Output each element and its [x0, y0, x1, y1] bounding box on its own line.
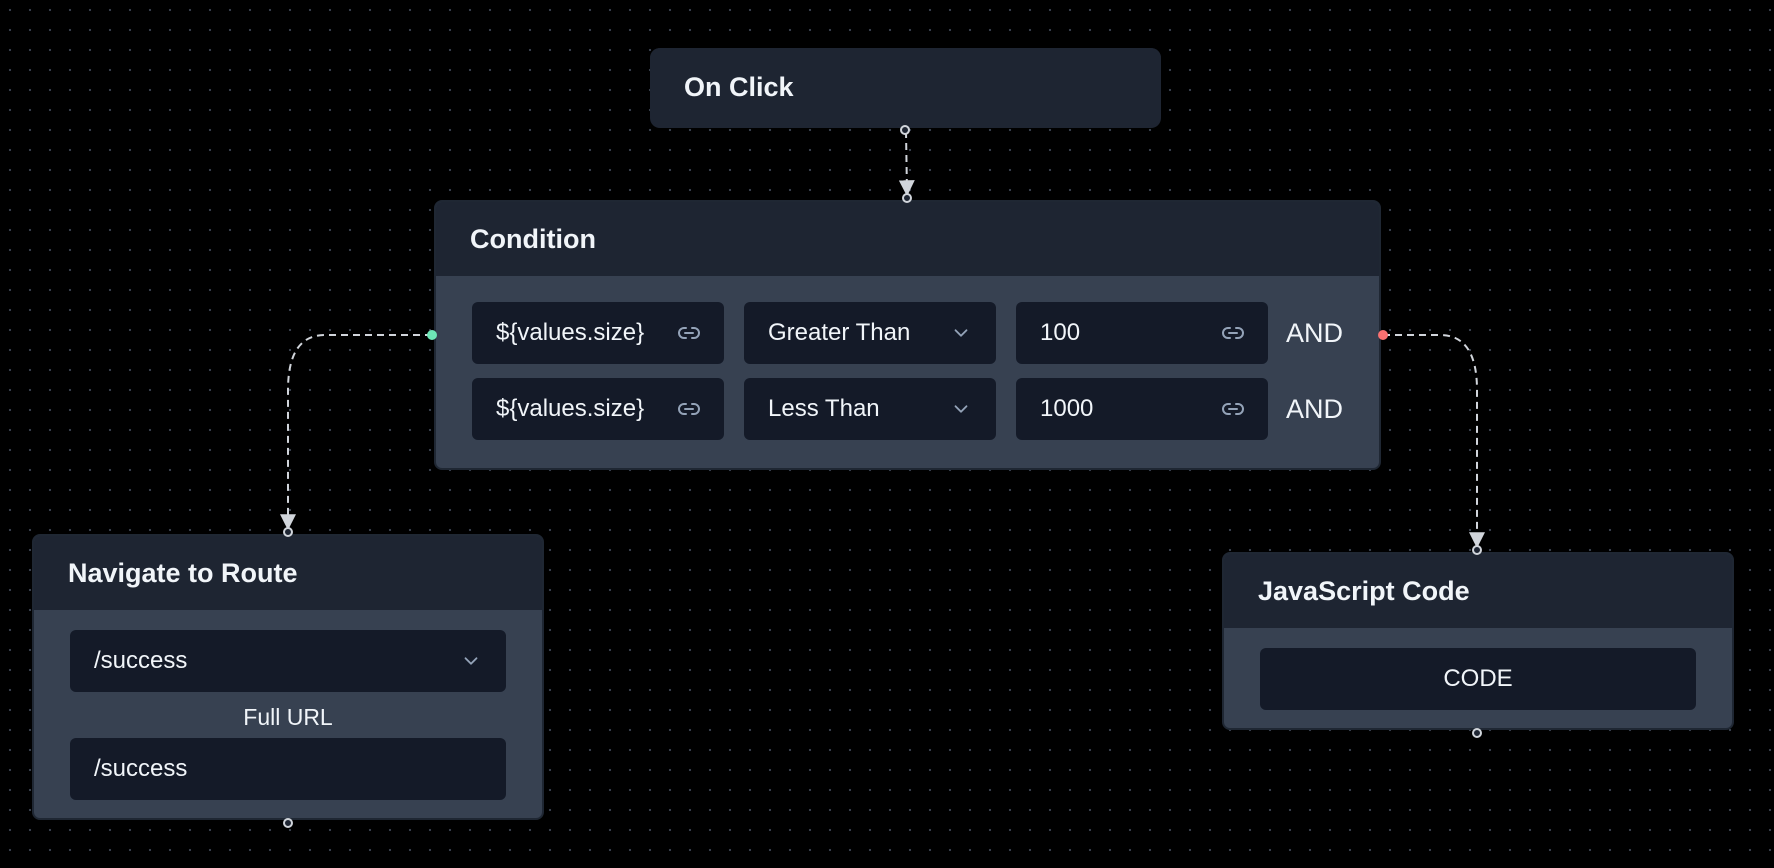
- condition-row2-value-a-text: ${values.size}: [496, 395, 645, 422]
- code-button[interactable]: CODE: [1260, 648, 1696, 710]
- condition-true-output-handle[interactable]: [427, 330, 437, 340]
- edge-condition-true-to-navigate[interactable]: [280, 334, 432, 531]
- condition-row2-join-label[interactable]: AND: [1286, 394, 1344, 424]
- condition-title: Condition: [436, 202, 1379, 276]
- full-url-input[interactable]: /success: [70, 738, 506, 800]
- condition-node[interactable]: Condition ${values.size} Greater Than 10…: [434, 200, 1381, 470]
- link-icon[interactable]: [676, 396, 702, 422]
- condition-row2-value-b-text: 1000: [1040, 395, 1094, 422]
- condition-row1-value-b[interactable]: 100: [1016, 302, 1268, 364]
- javascript-output-handle[interactable]: [1472, 728, 1482, 738]
- on-click-node[interactable]: On Click: [650, 48, 1161, 128]
- navigate-output-handle[interactable]: [283, 818, 293, 828]
- condition-row2-operator-select[interactable]: Less Than: [744, 378, 996, 440]
- on-click-output-handle[interactable]: [900, 125, 910, 135]
- condition-row1-value-b-text: 100: [1040, 319, 1081, 346]
- code-button-label: CODE: [1443, 665, 1513, 692]
- condition-row2-value-a[interactable]: ${values.size}: [472, 378, 724, 440]
- condition-row1-join-label[interactable]: AND: [1286, 318, 1344, 348]
- link-icon[interactable]: [1220, 396, 1246, 422]
- condition-row1-value-a-text: ${values.size}: [496, 319, 645, 346]
- javascript-node[interactable]: JavaScript Code CODE: [1222, 552, 1734, 730]
- route-select-text: /success: [94, 647, 188, 674]
- condition-row1-operator-select[interactable]: Greater Than: [744, 302, 996, 364]
- edge-onclick-to-condition[interactable]: [898, 130, 915, 197]
- condition-false-output-handle[interactable]: [1378, 330, 1388, 340]
- full-url-input-text: /success: [94, 755, 188, 782]
- condition-row1-value-a[interactable]: ${values.size}: [472, 302, 724, 364]
- route-select[interactable]: /success: [70, 630, 506, 692]
- condition-row1-operator-text: Greater Than: [768, 319, 911, 346]
- link-icon[interactable]: [1220, 320, 1246, 346]
- link-icon[interactable]: [676, 320, 702, 346]
- navigate-title: Navigate to Route: [34, 536, 542, 610]
- condition-row2-operator-text: Less Than: [768, 395, 880, 422]
- navigate-node[interactable]: Navigate to Route /success Full URL /suc…: [32, 534, 544, 820]
- chevron-down-icon: [948, 320, 974, 346]
- navigate-input-handle[interactable]: [283, 527, 293, 537]
- condition-row2-value-b[interactable]: 1000: [1016, 378, 1268, 440]
- full-url-label: Full URL: [243, 704, 333, 730]
- on-click-title: On Click: [650, 48, 1161, 126]
- edge-condition-false-to-javascript[interactable]: [1383, 334, 1485, 549]
- chevron-down-icon: [458, 648, 484, 674]
- javascript-title: JavaScript Code: [1224, 554, 1732, 628]
- javascript-input-handle[interactable]: [1472, 545, 1482, 555]
- chevron-down-icon: [948, 396, 974, 422]
- condition-input-handle[interactable]: [902, 193, 912, 203]
